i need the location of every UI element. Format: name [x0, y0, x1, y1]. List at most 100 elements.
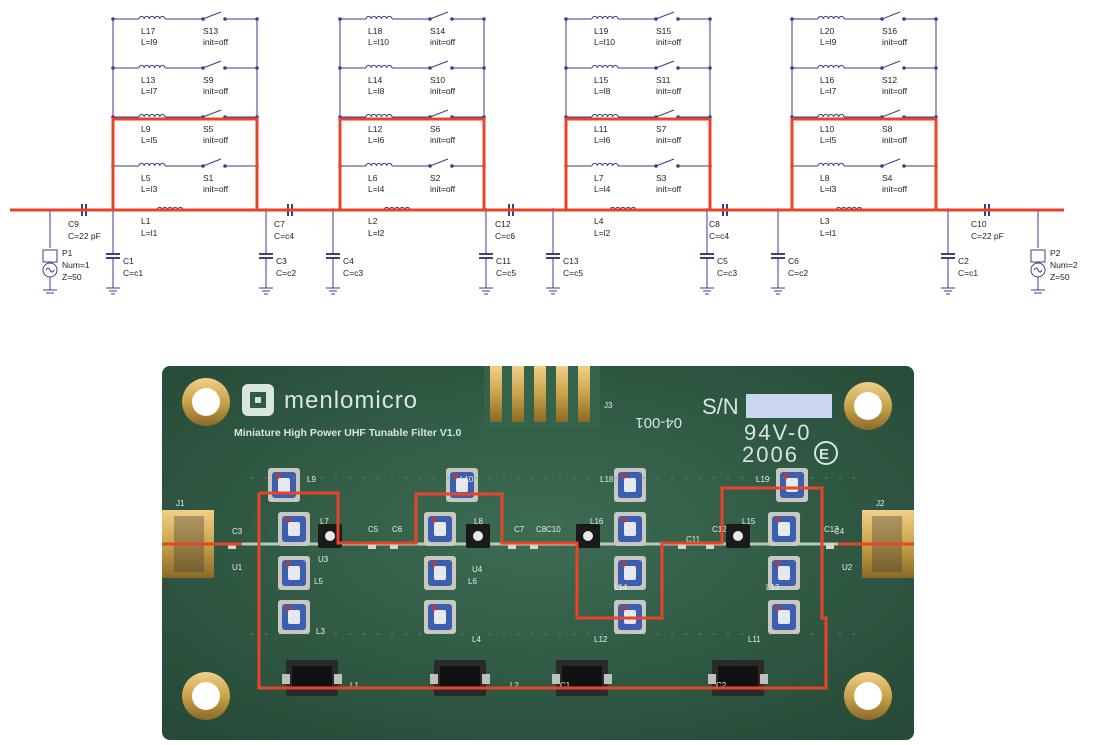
board-subtitle: Miniature High Power UHF Tunable Filter …: [234, 427, 461, 439]
cell-3-row-1-switch-blade: [881, 60, 901, 69]
via: [699, 633, 701, 635]
switch-name: S4: [882, 173, 893, 183]
inductor-name: L6: [368, 173, 378, 183]
switch-name: S11: [656, 75, 671, 85]
silk-label: L13: [766, 583, 780, 592]
via: [545, 477, 547, 479]
via: [629, 633, 631, 635]
shunt-cap-value: C=c1: [123, 268, 143, 278]
via: [839, 477, 841, 479]
cell-3-row-3-switch-blade: [881, 158, 901, 167]
via: [377, 477, 379, 479]
port-number: Num=2: [1050, 260, 1078, 270]
polarity-dot: [431, 517, 437, 523]
filter-schematic: L17L=l9S13init=offL13L=l7S9init=offL9L=l…: [10, 11, 1078, 295]
cell-3-row-0-node-left: [790, 17, 794, 21]
inductor-core: [434, 566, 446, 580]
base-inductor-pad: [708, 674, 716, 684]
polarity-dot: [621, 605, 627, 611]
shunt-cap-value: C=c1: [958, 268, 978, 278]
switch-name: S7: [656, 124, 667, 134]
switch-value: init=off: [430, 86, 456, 96]
cell-0-row-2-switch-blade: [202, 109, 222, 118]
cell-2-row-3-inductor: [591, 162, 619, 167]
base-inductor-pad: [604, 674, 612, 684]
via: [321, 633, 323, 635]
via: [307, 633, 309, 635]
cell-1-highlight-box: [338, 117, 486, 212]
via: [503, 633, 505, 635]
switch-name: S2: [430, 173, 441, 183]
polarity-dot: [275, 473, 281, 479]
silk-label: L18: [600, 475, 614, 484]
via: [573, 477, 575, 479]
polarity-dot: [431, 561, 437, 567]
switch-value: init=off: [882, 37, 908, 47]
cell-1-row-1-inductor: [365, 64, 393, 69]
inductor-value: L=l6: [368, 135, 385, 145]
via: [419, 633, 421, 635]
port-number: Num=1: [62, 260, 90, 270]
switch-name: S10: [430, 75, 445, 85]
cell-0-row-1-node-left: [111, 66, 115, 70]
via: [601, 477, 603, 479]
polarity-dot: [621, 561, 627, 567]
via: [811, 633, 813, 635]
cell-1-row-3-switch-blade: [429, 158, 449, 167]
via: [335, 633, 337, 635]
via: [587, 633, 589, 635]
shunt-cap-value: C=c3: [717, 268, 737, 278]
cell-2-row-1-switch-blade: [655, 60, 675, 69]
cell-2-highlight-box: [564, 117, 712, 212]
base-inductor-name: L1: [141, 216, 151, 226]
inductor-name: L16: [820, 75, 834, 85]
silk-label: C5: [368, 525, 379, 534]
silk-label: L5: [314, 577, 323, 586]
inductor-name: L15: [594, 75, 608, 85]
cell-1-row-3-inductor: [365, 162, 393, 167]
via: [405, 633, 407, 635]
cell-1-row-2-switch-blade: [429, 109, 449, 118]
switch-value: init=off: [882, 135, 908, 145]
inductor-value: L=l9: [820, 37, 837, 47]
overlay-filter-outline: [257, 486, 828, 690]
via: [307, 477, 309, 479]
silk-label: L12: [594, 635, 608, 644]
shunt-cap-name: C6: [788, 256, 799, 266]
silk-label: L7: [320, 517, 329, 526]
via: [279, 633, 281, 635]
port-1-sine-icon: [45, 267, 55, 273]
switch-ic-mark: [473, 531, 483, 541]
via: [727, 477, 729, 479]
via: [377, 633, 379, 635]
switch-value: init=off: [656, 184, 682, 194]
shunt-cap-name: C2: [958, 256, 969, 266]
base-inductor-pad: [282, 674, 290, 684]
inductor-core: [434, 522, 446, 536]
connector-label: J2: [876, 499, 885, 508]
smd-capacitor: [826, 543, 834, 549]
switch-value: init=off: [203, 37, 229, 47]
silk-label: C10: [546, 525, 561, 534]
via: [615, 633, 617, 635]
base-inductor-core: [292, 666, 332, 688]
switch-name: S1: [203, 173, 214, 183]
via: [839, 633, 841, 635]
via: [853, 633, 855, 635]
inductor-value: L=l10: [594, 37, 615, 47]
cell-3-row-0-switch-blade: [881, 11, 901, 20]
via: [433, 633, 435, 635]
inductor-core: [278, 478, 290, 492]
silk-label: C7: [514, 525, 525, 534]
series-cap-name: C8: [709, 219, 720, 229]
base-inductor-value: L=l2: [368, 228, 385, 238]
switch-name: S14: [430, 26, 445, 36]
series-cap-value: C=22 pF: [68, 231, 101, 241]
pcb-photo: menlomicro Miniature High Power UHF Tuna…: [20, 366, 1052, 740]
silk-label: L4: [472, 635, 481, 644]
smd-capacitor: [706, 543, 714, 549]
shunt-cap-value: C=c2: [788, 268, 808, 278]
switch-name: S9: [203, 75, 214, 85]
inductor-name: L12: [368, 124, 382, 134]
cell-2-row-0-node-left: [564, 17, 568, 21]
